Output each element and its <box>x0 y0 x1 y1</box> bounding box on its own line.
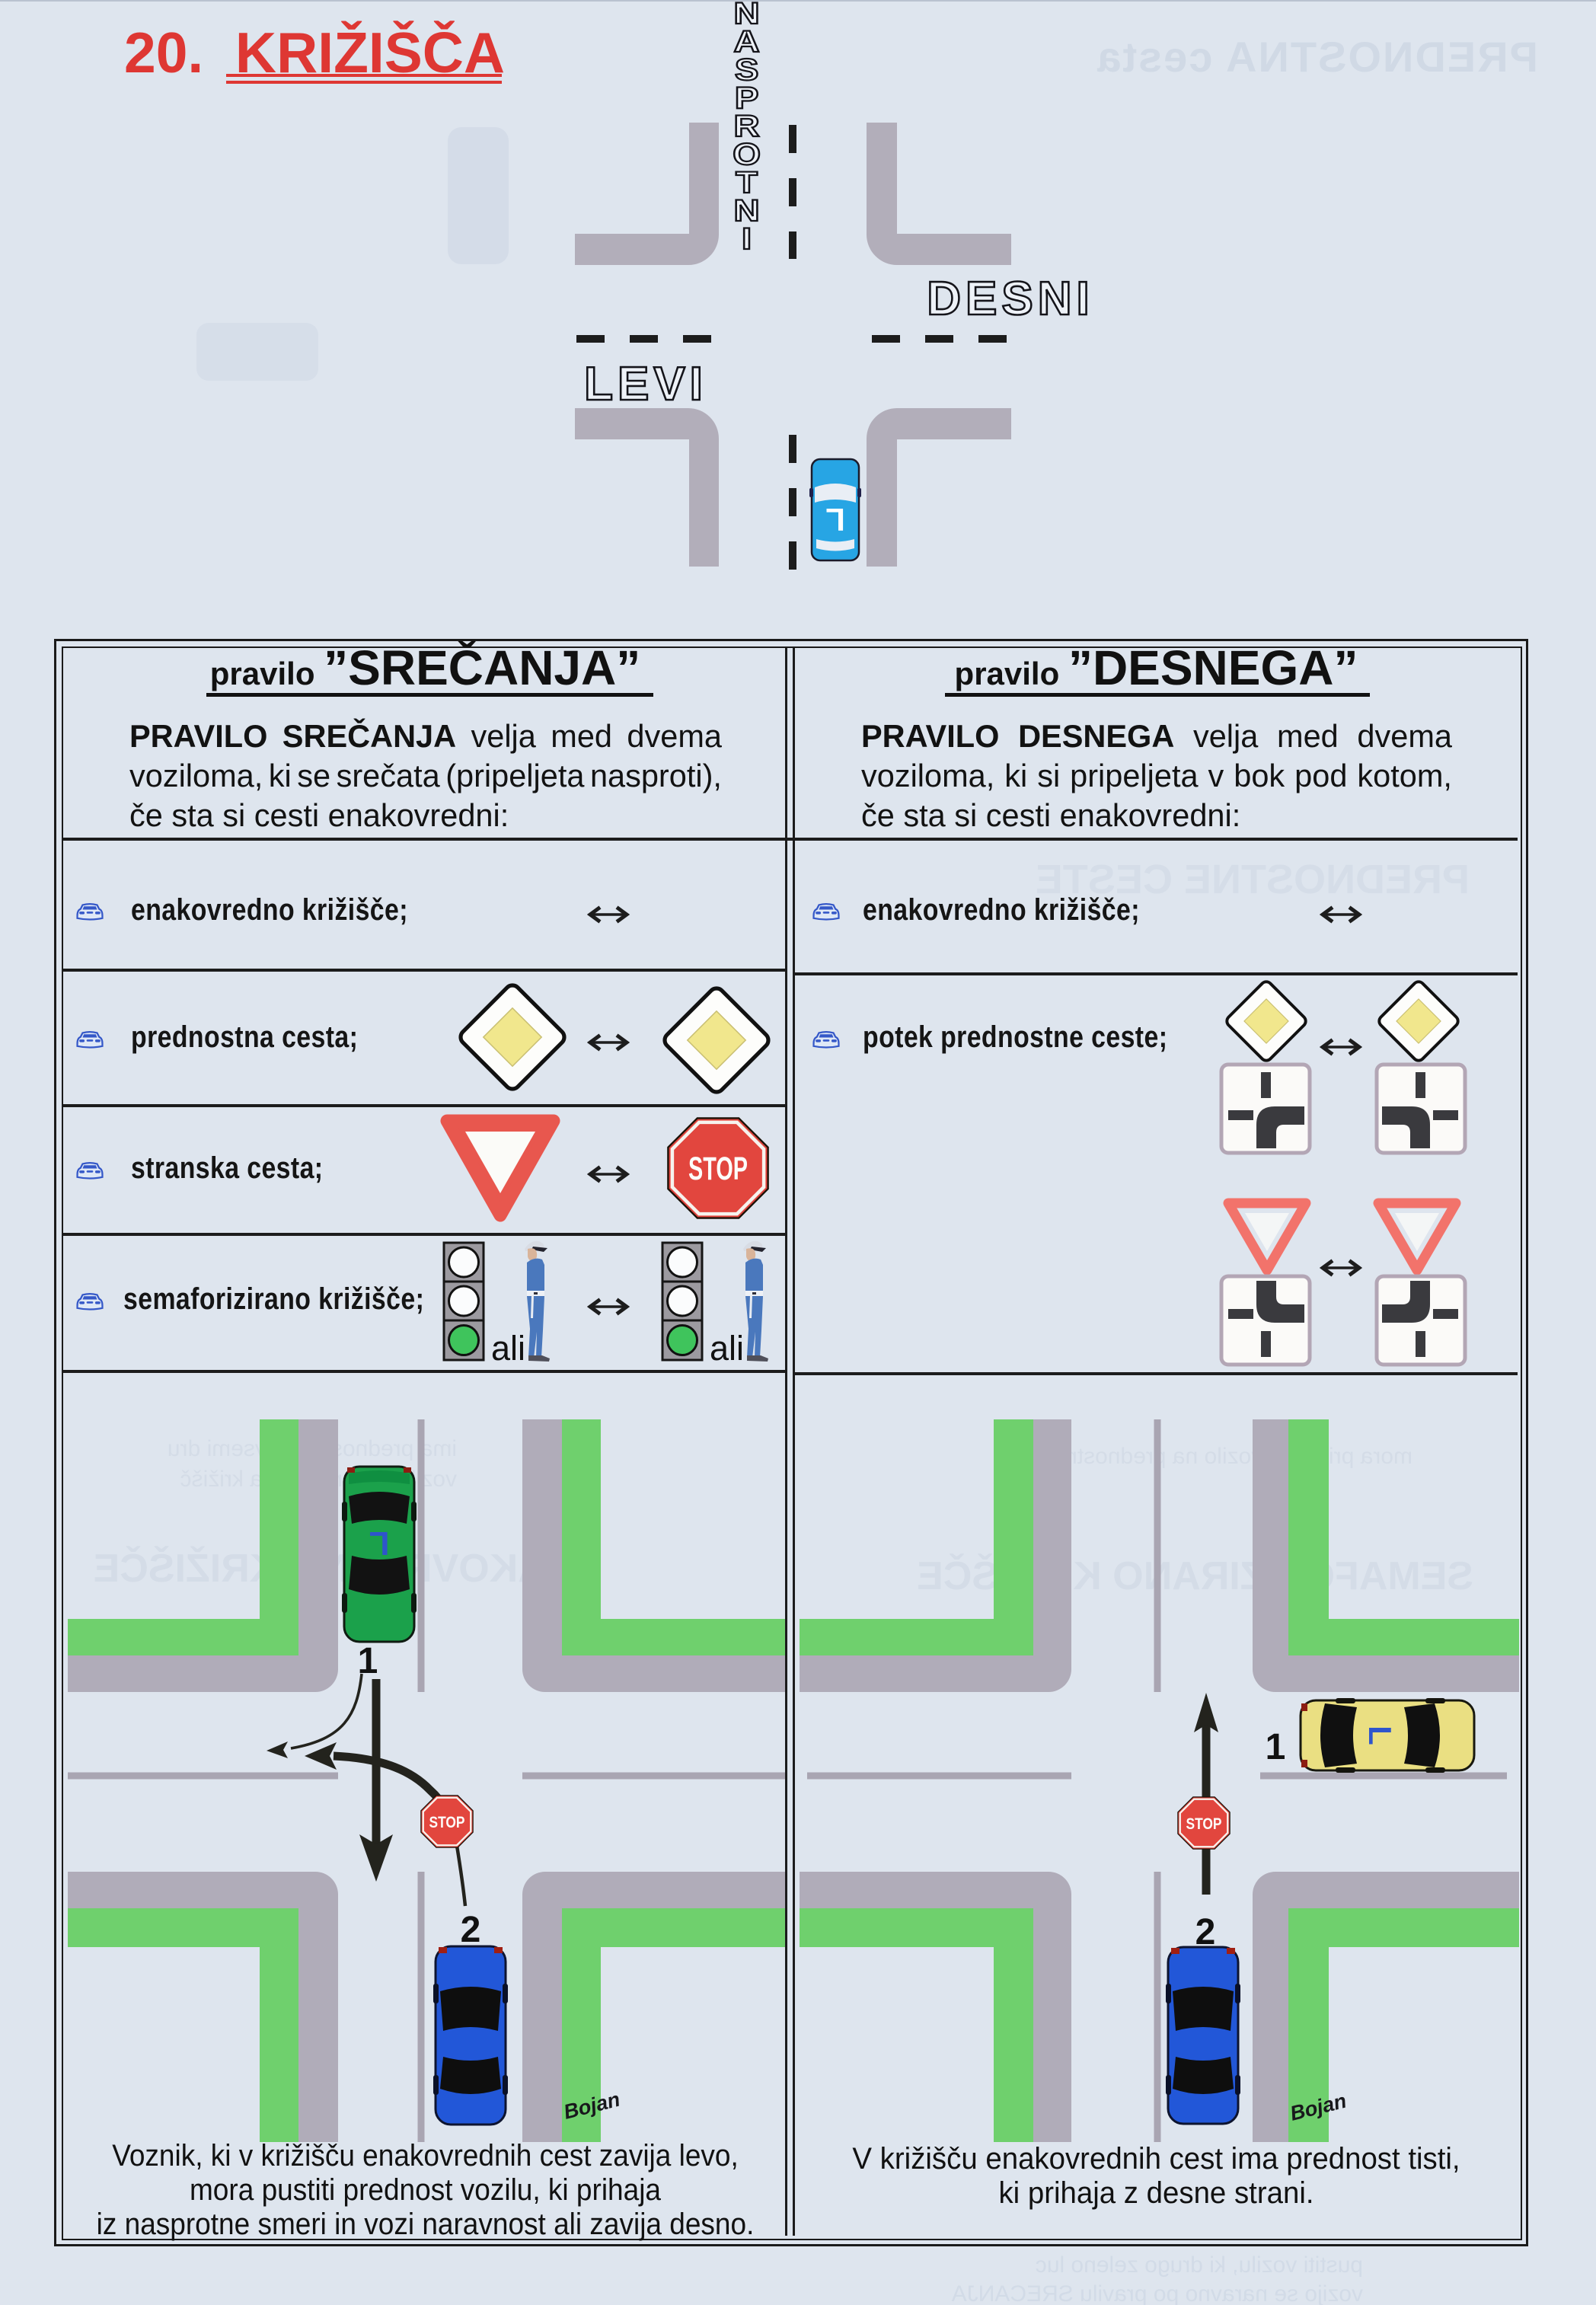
svg-text:L: L <box>369 1524 390 1562</box>
svg-text:STOP: STOP <box>1186 1815 1222 1833</box>
svg-text:O: O <box>733 137 761 171</box>
svg-text:LEVI: LEVI <box>584 358 707 410</box>
svg-text:P: P <box>735 81 758 115</box>
svg-text:STOP: STOP <box>688 1151 748 1187</box>
svg-text:S: S <box>735 53 758 87</box>
svg-text:I: I <box>742 222 752 256</box>
svg-text:A: A <box>734 24 760 59</box>
svg-text:T: T <box>736 165 758 200</box>
svg-text:DESNI: DESNI <box>927 273 1093 325</box>
svg-text:2: 2 <box>461 1910 481 1950</box>
svg-text:L: L <box>825 502 845 538</box>
svg-text:L: L <box>1362 1726 1398 1745</box>
svg-text:1: 1 <box>1266 1727 1286 1767</box>
svg-text:STOP: STOP <box>429 1814 465 1831</box>
svg-text:2: 2 <box>1195 1912 1216 1952</box>
svg-text:N: N <box>734 0 760 30</box>
svg-text:1: 1 <box>358 1641 378 1681</box>
svg-text:R: R <box>734 109 760 143</box>
svg-text:N: N <box>734 193 760 228</box>
